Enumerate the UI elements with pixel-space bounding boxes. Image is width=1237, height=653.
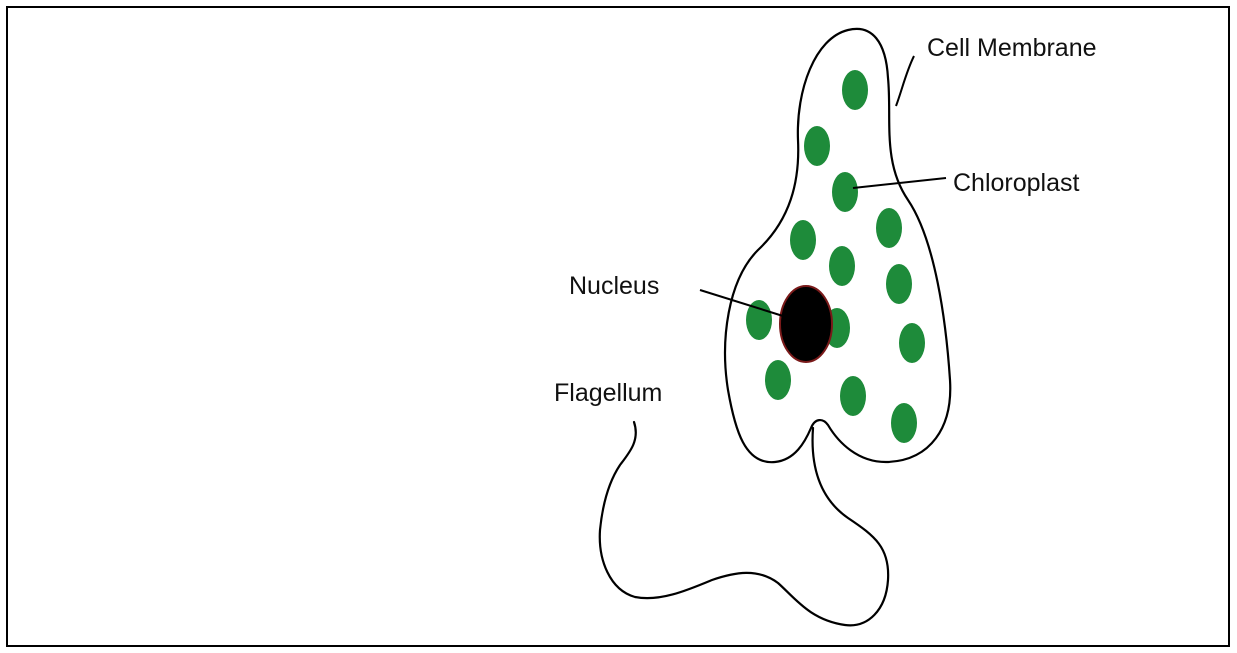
nucleus-label: Nucleus — [569, 272, 659, 300]
chloroplast — [790, 220, 816, 260]
chloroplast — [840, 376, 866, 416]
flagellum-label: Flagellum — [554, 379, 662, 407]
chloroplast — [832, 172, 858, 212]
chloroplast — [899, 323, 925, 363]
chloroplast-label: Chloroplast — [953, 169, 1080, 197]
chloroplast — [829, 246, 855, 286]
chloroplast — [765, 360, 791, 400]
chloroplast — [804, 126, 830, 166]
cell-membrane-leader — [896, 56, 914, 106]
chloroplast — [886, 264, 912, 304]
flagellum — [600, 422, 888, 625]
cell-membrane — [725, 29, 950, 462]
cell-membrane-label: Cell Membrane — [927, 34, 1097, 62]
chloroplast — [842, 70, 868, 110]
nucleus — [780, 286, 832, 362]
chloroplast — [891, 403, 917, 443]
chloroplast — [876, 208, 902, 248]
